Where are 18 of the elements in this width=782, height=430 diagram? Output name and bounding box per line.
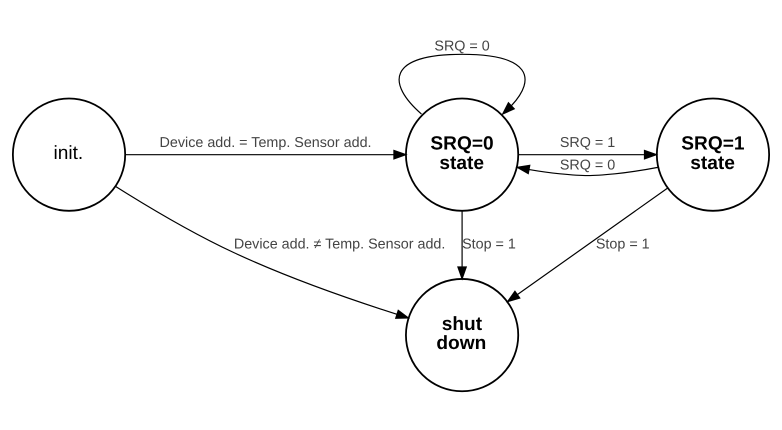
edge-label: Stop = 1 xyxy=(596,236,650,253)
arrow xyxy=(506,188,668,303)
edge-label: Device add. = Temp. Sensor add. xyxy=(160,135,372,152)
edge-label: SRQ = 0 xyxy=(434,38,490,54)
node-circle: init. xyxy=(12,98,126,212)
arrow xyxy=(518,150,658,160)
arrow xyxy=(125,150,408,160)
node-circle: shut down xyxy=(405,278,520,392)
arrow xyxy=(457,211,468,281)
node-circle: SRQ=0 state xyxy=(405,98,520,212)
arrow xyxy=(115,186,410,319)
edge-label: Device add. ≠ Temp. Sensor add. xyxy=(234,236,446,253)
arrow xyxy=(515,164,658,176)
arrow xyxy=(398,54,526,116)
edge-label: Stop = 1 xyxy=(462,236,516,253)
edge-label: SRQ = 0 xyxy=(560,158,616,174)
node-circle: SRQ=1 state xyxy=(656,98,770,212)
edge-label: SRQ = 1 xyxy=(560,135,616,152)
